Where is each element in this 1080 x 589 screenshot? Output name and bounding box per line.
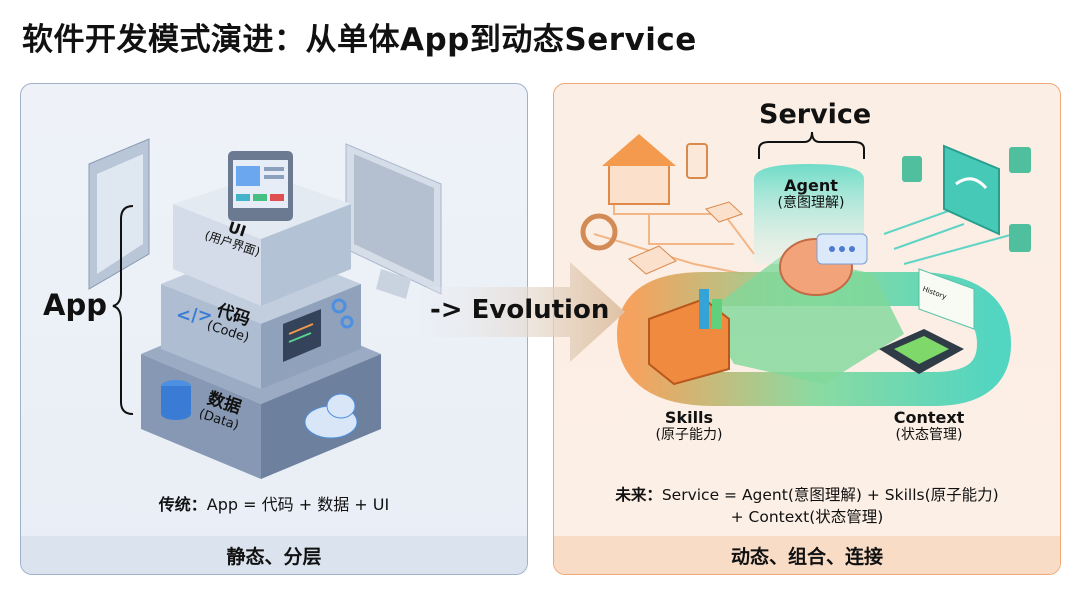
service-brace xyxy=(758,131,865,159)
context-sub: (状态管理) xyxy=(895,427,963,444)
skills-label: Skills(原子能力) xyxy=(649,408,729,444)
device-connections-right xyxy=(883,208,1015,265)
cloud-icon xyxy=(304,393,358,439)
future-formula: 未来：Service = Agent(意图理解) + Skills(原子能力) +… xyxy=(554,484,1060,529)
document-device-icon xyxy=(1009,224,1031,252)
history-card-icon xyxy=(918,268,975,330)
agent-label: Agent(意图理解) xyxy=(766,176,856,212)
context-name: Context xyxy=(893,408,965,427)
chat-bubble-icon xyxy=(816,233,868,265)
skills-sub: (原子能力) xyxy=(655,427,723,444)
gears-icon xyxy=(331,298,354,329)
formula-prefix: 传统： xyxy=(158,495,207,514)
database-icon xyxy=(161,380,191,420)
formula-text: App = 代码 + 数据 + UI xyxy=(206,495,390,514)
skills-name: Skills xyxy=(664,408,714,427)
evolution-label: -> Evolution xyxy=(430,295,610,325)
formula-line-2: + Context(状态管理) xyxy=(730,508,884,527)
watch-icon xyxy=(580,213,618,251)
lightbulb-device-icon xyxy=(902,156,922,182)
app-label: App xyxy=(43,288,107,322)
agent-name: Agent xyxy=(784,176,838,195)
service-loop xyxy=(616,272,1012,406)
smart-home-icon xyxy=(602,134,676,205)
app-brace xyxy=(112,205,134,415)
formula-prefix: 未来： xyxy=(615,486,662,504)
phone-icon xyxy=(88,138,150,290)
phone-icon xyxy=(686,143,708,179)
code-brackets-icon: </> xyxy=(176,305,213,326)
ui-window-icon xyxy=(228,151,293,221)
chip-icon xyxy=(879,329,964,374)
evolution-arrow xyxy=(420,262,625,362)
app-stack-illustration: </> xyxy=(88,138,442,479)
tablet-icon xyxy=(705,201,743,223)
central-platform xyxy=(704,254,904,384)
right-footer: 动态、组合、连接 xyxy=(554,536,1060,574)
wifi-tablet-icon xyxy=(943,144,1000,236)
code-window-icon xyxy=(283,309,321,362)
left-footer: 静态、分层 xyxy=(21,536,527,574)
tablet-icon-2 xyxy=(628,245,677,275)
service-label: Service xyxy=(759,99,872,130)
agent-sub: (意图理解) xyxy=(777,195,845,212)
service-panel: Service Agent(意图理解) History Skills(原子能力)… xyxy=(553,83,1061,575)
page-title: 软件开发模式演进：从单体App到动态Service xyxy=(22,22,697,58)
service-illustration xyxy=(580,131,1031,406)
sensor-device-icon xyxy=(1009,147,1031,173)
traditional-formula: 传统：App = 代码 + 数据 + UI xyxy=(21,495,527,514)
context-label: Context(状态管理) xyxy=(884,408,974,444)
formula-line-1: Service = Agent(意图理解) + Skills(原子能力) xyxy=(661,486,999,504)
toolbox-icon xyxy=(648,289,730,386)
